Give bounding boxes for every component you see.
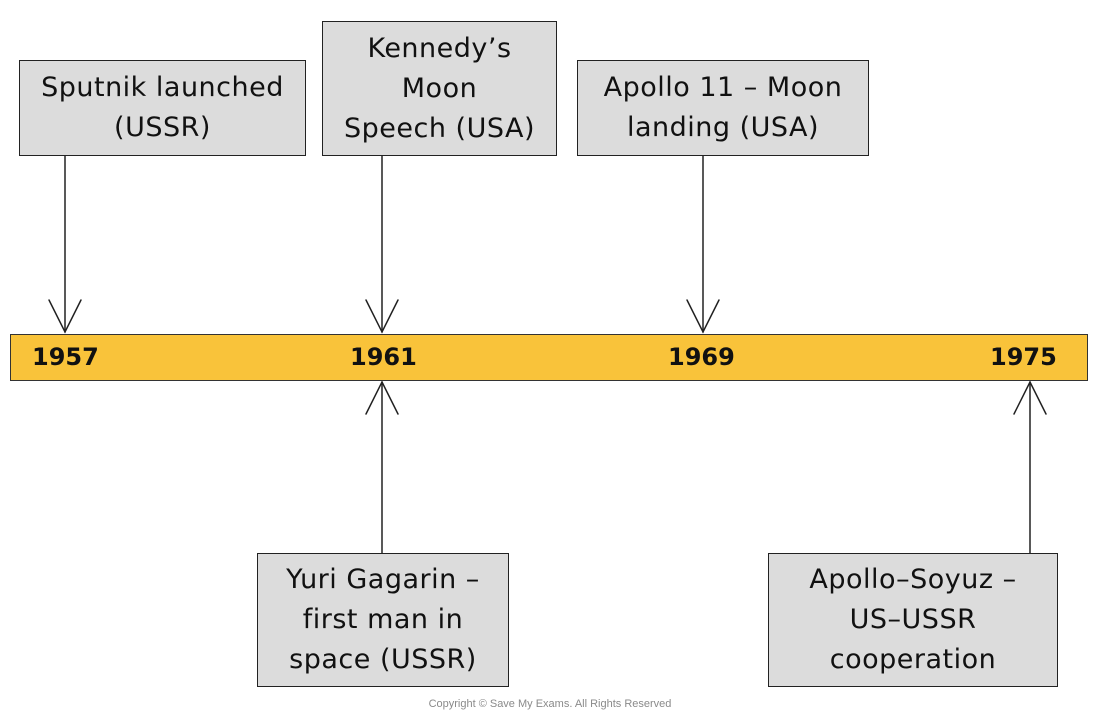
- year-label-1957: 1957: [32, 343, 99, 371]
- arrowhead-apollo11: [686, 299, 720, 334]
- arrowhead-gagarin: [365, 380, 399, 415]
- event-box-gagarin: Yuri Gagarin – first man in space (USSR): [257, 553, 509, 687]
- arrowhead-soyuz: [1013, 380, 1047, 415]
- event-box-sputnik: Sputnik launched (USSR): [19, 60, 306, 156]
- event-box-apollo11: Apollo 11 – Moon landing (USA): [577, 60, 869, 156]
- year-label-1961: 1961: [350, 343, 417, 371]
- arrowhead-sputnik: [48, 299, 82, 334]
- year-label-1975: 1975: [990, 343, 1057, 371]
- year-label-1969: 1969: [668, 343, 735, 371]
- arrowhead-kennedy: [365, 299, 399, 334]
- timeline-bar: [10, 334, 1088, 381]
- event-box-kennedy: Kennedy’s Moon Speech (USA): [322, 21, 557, 156]
- event-box-soyuz: Apollo–Soyuz – US–USSR cooperation: [768, 553, 1058, 687]
- copyright-notice: Copyright © Save My Exams. All Rights Re…: [428, 698, 672, 710]
